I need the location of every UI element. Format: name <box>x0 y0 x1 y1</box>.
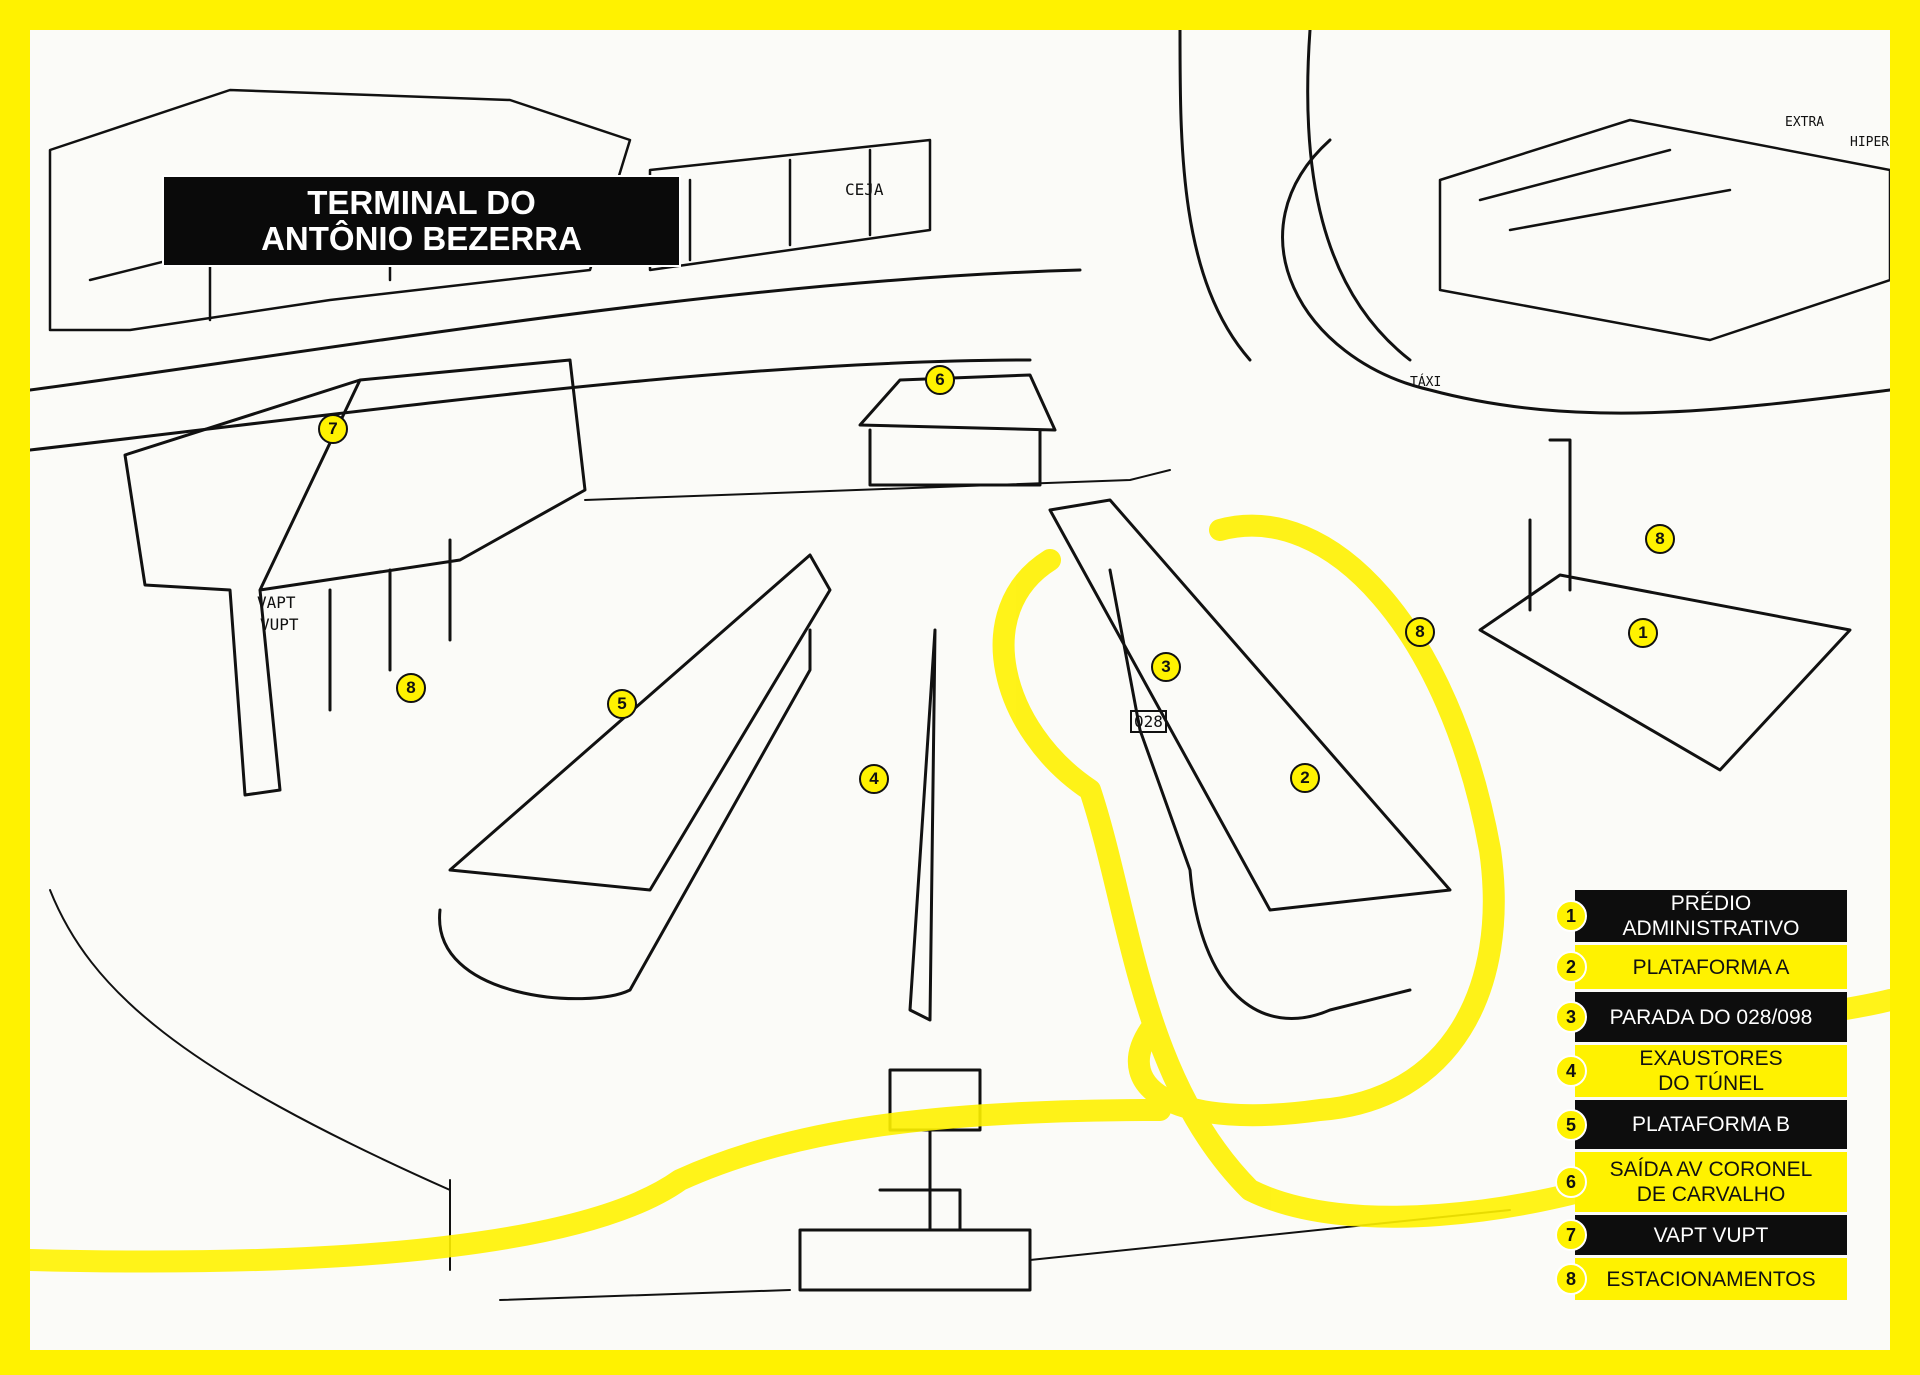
marker-platform-b[interactable]: 5 <box>607 689 637 719</box>
legend-number: 5 <box>1555 1108 1587 1141</box>
platform-a <box>1048 498 1452 1020</box>
legend-label: SAÍDA AV CORONEL DE CARVALHO <box>1609 1158 1813 1206</box>
sketch-label-vapt: VAPT <box>257 593 296 612</box>
legend-number: 4 <box>1555 1055 1587 1087</box>
legend-label: PARADA DO 028/098 <box>1609 1005 1813 1029</box>
road-right <box>1281 138 1890 415</box>
marker-stop-028[interactable]: 3 <box>1151 652 1181 682</box>
sketch-label-extra: EXTRA <box>1785 115 1825 130</box>
legend-item-exit: 6 SAÍDA AV CORONEL DE CARVALHO <box>1555 1152 1847 1212</box>
sketch-label-taxi: TÁXI <box>1410 375 1442 390</box>
fence-top <box>584 469 1171 501</box>
map-canvas: VAPT VUPT CEJA 028 TÁXI EXTRA HIPER TERM… <box>30 30 1890 1350</box>
marker-parking-right[interactable]: 8 <box>1645 524 1675 554</box>
legend-item-platform-a: 2 PLATAFORMA A <box>1555 945 1847 989</box>
legend-number: 7 <box>1555 1219 1587 1251</box>
legend-label: EXAUSTORES DO TÚNEL <box>1639 1047 1783 1095</box>
legend-label: ESTACIONAMENTOS <box>1606 1267 1816 1291</box>
legend-number: 8 <box>1555 1263 1587 1295</box>
marker-platform-a[interactable]: 2 <box>1290 763 1320 793</box>
legend-label: PLATAFORMA B <box>1632 1113 1790 1136</box>
legend-number: 3 <box>1555 1001 1587 1033</box>
route-highlight-3 <box>30 1099 1171 1273</box>
exit-building <box>858 373 1057 487</box>
building-ceja <box>648 138 932 272</box>
marker-tunnel[interactable]: 4 <box>859 764 889 794</box>
legend-number: 6 <box>1555 1166 1587 1198</box>
marker-parking-left[interactable]: 8 <box>396 673 426 703</box>
fence-left <box>49 889 451 1271</box>
route-highlight-2 <box>992 549 1631 1228</box>
legend-item-parking: 8 ESTACIONAMENTOS <box>1555 1258 1847 1300</box>
map-title: TERMINAL DO ANTÔNIO BEZERRA <box>162 175 681 267</box>
road-top <box>30 30 1412 452</box>
sketch-label-ceja: CEJA <box>845 180 884 199</box>
legend-item-tunnel: 4 EXAUSTORES DO TÚNEL <box>1555 1045 1847 1097</box>
legend-label: VAPT VUPT <box>1653 1223 1769 1247</box>
title-line-2: ANTÔNIO BEZERRA <box>261 220 582 257</box>
sketch-label-bus: 028 <box>1130 710 1167 733</box>
marker-parking-middle[interactable]: 8 <box>1405 617 1435 647</box>
legend-label: PRÉDIO ADMINISTRATIVO <box>1622 892 1800 940</box>
building-vapt-vupt <box>123 358 587 797</box>
platform-b <box>438 553 832 1001</box>
marker-vapt-vupt[interactable]: 7 <box>318 414 348 444</box>
legend: 1 PRÉDIO ADMINISTRATIVO 2 PLATAFORMA A 3… <box>1555 890 1847 1303</box>
marker-exit[interactable]: 6 <box>925 365 955 395</box>
sketch-label-vupt: VUPT <box>260 615 299 634</box>
legend-number: 2 <box>1555 951 1587 983</box>
legend-number: 1 <box>1555 900 1587 932</box>
legend-item-vapt-vupt: 7 VAPT VUPT <box>1555 1215 1847 1255</box>
marker-admin[interactable]: 1 <box>1628 618 1658 648</box>
booth <box>798 1068 1032 1292</box>
route-highlight-1 <box>1127 514 1505 1127</box>
terminal-sketch <box>30 30 1890 1301</box>
legend-item-admin: 1 PRÉDIO ADMINISTRATIVO <box>1555 890 1847 942</box>
market-top-right <box>1438 118 1890 342</box>
tunnel-exhausts <box>908 628 937 1022</box>
legend-item-stop-028: 3 PARADA DO 028/098 <box>1555 992 1847 1042</box>
title-line-1: TERMINAL DO <box>307 184 536 221</box>
sketch-label-hiper: HIPER <box>1850 135 1890 150</box>
legend-item-platform-b: 5 PLATAFORMA B <box>1555 1100 1847 1149</box>
admin-building <box>1478 438 1852 772</box>
legend-label: PLATAFORMA A <box>1632 955 1790 979</box>
